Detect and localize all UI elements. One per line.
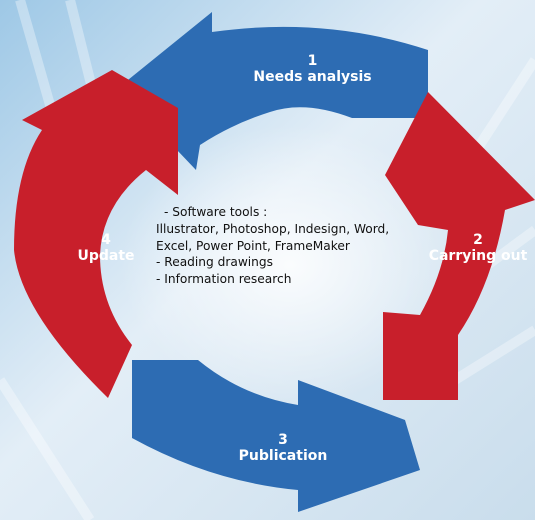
step-3-number: 3 [278, 432, 288, 448]
software-tools-heading: - Software tools : [164, 205, 268, 219]
step-1-number: 1 [307, 53, 318, 69]
software-tools-list-line-2: Excel, Power Point, FrameMaker [156, 238, 350, 253]
step-4-title: Update [77, 248, 135, 265]
arrow-needs-analysis [118, 12, 428, 170]
step-2-title: Carrying out [428, 248, 528, 265]
step-3-title: Publication [238, 448, 328, 465]
step-2-label: 2 Carrying out [425, 232, 531, 264]
reading-drawings-item: - Reading drawings [156, 255, 273, 270]
step-1-label: 1 Needs analysis [250, 53, 375, 85]
step-4-label: 4 Update [70, 232, 142, 264]
arrow-carrying-out [383, 92, 535, 400]
software-tools-list-line-1: Illustrator, Photoshop, Indesign, Word, [156, 221, 390, 236]
arrow-update [14, 70, 178, 398]
center-glow [120, 125, 460, 405]
step-2-number: 2 [473, 232, 483, 248]
arrow-publication [132, 360, 420, 512]
step-1-title: Needs analysis [253, 69, 372, 86]
step-3-label: 3 Publication [228, 432, 338, 464]
step-4-number: 4 [101, 232, 111, 248]
information-research-item: - Information research [156, 272, 292, 287]
center-details: - Software tools : Illustrator, Photosho… [156, 204, 446, 288]
